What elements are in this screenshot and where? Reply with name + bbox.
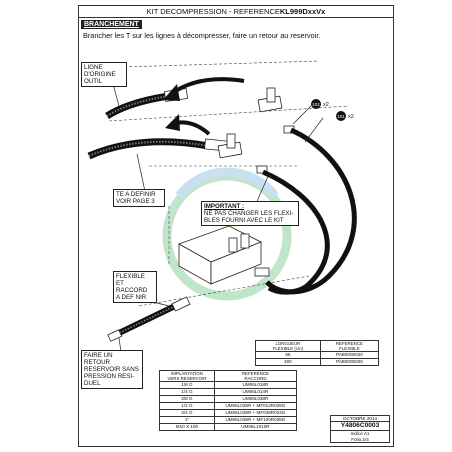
callout-line: IMPORTANT : [204, 203, 245, 210]
callout-line: NE PAS CHANGER LES FLEXI- [204, 210, 294, 217]
title-reference: KL999DxxVx [279, 7, 326, 16]
callout-line: BLES FOURNI AVEC LE KIT [204, 217, 284, 224]
document-index: Indice A1 [350, 431, 370, 436]
callout-line: PRESSION RESI- [84, 373, 135, 380]
table-cell: UM06L038R [213, 395, 298, 403]
table-cell: 300 [255, 358, 321, 366]
callout-line: A DEF NIR [116, 294, 147, 301]
callout-original-line: LIGNE D'ORIGINE OUTIL [81, 62, 127, 87]
part-balloon-102 [311, 99, 321, 109]
table-cell: 1" [159, 416, 215, 424]
return-hose [107, 296, 191, 342]
table-cell: 1/4 G [159, 388, 215, 396]
table-row: 1"UM06L038R + MF100R038G [159, 416, 298, 424]
table-cell: 3/8 G [159, 395, 215, 403]
table-cell: 3/4 G [159, 409, 215, 417]
callout-line: D'ORIGINE [84, 71, 116, 78]
table-cell: M10 X 100 [159, 423, 215, 431]
part-number-101: 101 [337, 114, 345, 119]
callout-line: DUEL [84, 380, 101, 387]
table-cell: 1/2 G [159, 402, 215, 410]
connection-arrow-bottom [165, 114, 211, 136]
callout-line: TE A DEFINIR [116, 191, 156, 198]
callout-line: FLEXIBLE ET [116, 273, 145, 287]
table-cell: PAB0000030 [319, 351, 380, 359]
callout-tank-return: FAIRE UN RETOUR RESERVOIR SANS PRESSION … [81, 350, 143, 389]
part-qty-102: x2 [323, 102, 329, 108]
original-line-hose-bottom [87, 138, 228, 160]
table-cell: 1/8 G [159, 381, 215, 389]
assembly-drawing: 102 101 x2 x2 [87, 60, 357, 367]
callout-flexible: FLEXIBLE ET RACCORD A DEF NIR [113, 271, 157, 303]
callout-line: VOIR PAGE 3 [116, 198, 155, 205]
table-cell: UM06L018R [213, 381, 298, 389]
part-number-102: 102 [312, 102, 320, 107]
document-folio: Folio 2/4 [351, 436, 369, 442]
valve-block [178, 225, 270, 285]
connection-arrow-top [163, 77, 245, 101]
section-badge: BRANCHEMENT [81, 20, 142, 29]
document-page: 102 101 x2 x2 KIT DECOMPRESSION - REFERE… [78, 5, 394, 447]
callout-tee-to-define: TE A DEFINIR VOIR PAGE 3 [113, 189, 165, 207]
table-cell: UM06L038R + MF038R034G [213, 409, 298, 417]
document-reference: Y4806C0003 [331, 421, 389, 431]
document-date: OCTOBRE 2014 [342, 415, 378, 421]
title-block: OCTOBRE 2014 Y4806C0003 Indice A1 Folio … [330, 414, 390, 443]
tee-fittings [217, 87, 295, 174]
callout-line: OUTIL [84, 78, 103, 85]
callout-line: RACCORD [116, 287, 148, 294]
callout-line: RESERVOIR SANS [84, 366, 139, 373]
callout-line: LIGNE [84, 64, 103, 71]
table-cell: 55 [255, 351, 321, 359]
guide-lines [88, 60, 350, 307]
part-qty-101: x2 [348, 114, 354, 120]
instruction-text: Brancher les T sur les lignes à décompre… [83, 31, 321, 40]
document-title: KIT DECOMPRESSION - REFERENCEKL999DxxVx [79, 6, 393, 18]
part-balloon-101 [336, 111, 346, 121]
table-cell: UM06L014R [213, 388, 298, 396]
table-cell: UM06L1010R [213, 423, 298, 431]
title-prefix: KIT DECOMPRESSION - REFERENCE [146, 7, 280, 16]
callout-important: IMPORTANT : NE PAS CHANGER LES FLEXI- BL… [201, 201, 299, 226]
table-cell: UM06L038R + MF100R038G [213, 416, 298, 424]
kit-hoses [262, 127, 357, 295]
table-cell: PAB0000036 [319, 358, 380, 366]
callout-line: FAIRE UN RETOUR [84, 352, 113, 366]
table-cell: UM06L038R + MF012R038G [213, 402, 298, 410]
